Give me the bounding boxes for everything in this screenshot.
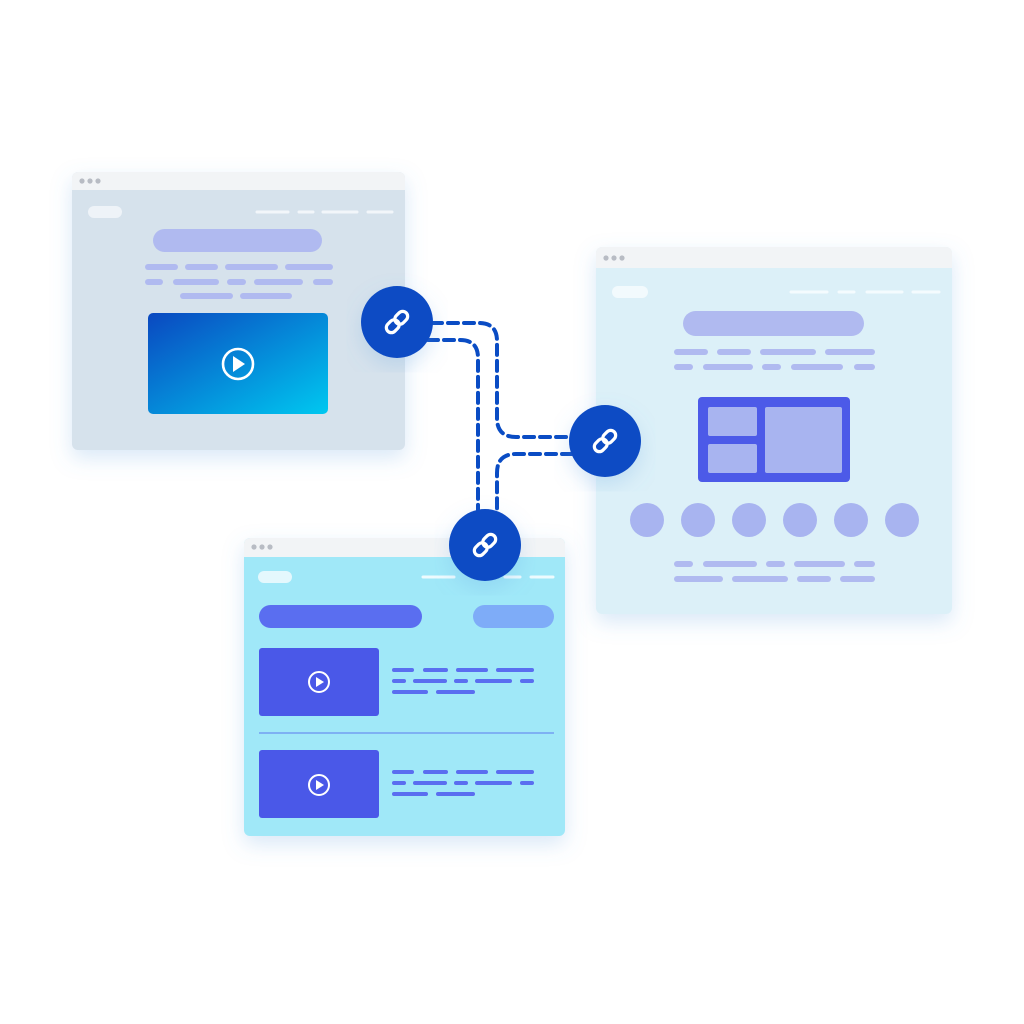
link-badge-right[interactable] <box>569 405 641 477</box>
heading-placeholder <box>259 605 422 628</box>
logo-placeholder <box>88 206 122 218</box>
button-placeholder[interactable] <box>473 605 554 628</box>
window-controls-icon <box>251 544 273 550</box>
heading-placeholder <box>683 311 864 336</box>
play-icon[interactable] <box>221 347 255 381</box>
text-placeholder <box>674 561 875 582</box>
text-placeholder <box>392 770 534 796</box>
text-placeholder <box>392 668 534 694</box>
window-controls-icon <box>603 255 625 261</box>
logo-placeholder <box>258 571 292 583</box>
text-placeholder <box>145 264 333 299</box>
link-badge-left[interactable] <box>361 286 433 358</box>
play-icon[interactable] <box>308 774 330 796</box>
heading-placeholder <box>153 229 322 252</box>
avatar-row-placeholder <box>630 503 919 537</box>
logo-placeholder <box>612 286 648 298</box>
link-badge-bottom[interactable] <box>449 509 521 581</box>
text-placeholder <box>674 349 875 370</box>
gallery-placeholder <box>698 397 850 482</box>
play-icon[interactable] <box>308 671 330 693</box>
window-controls-icon <box>79 178 101 184</box>
dashed-connectors <box>426 321 574 512</box>
